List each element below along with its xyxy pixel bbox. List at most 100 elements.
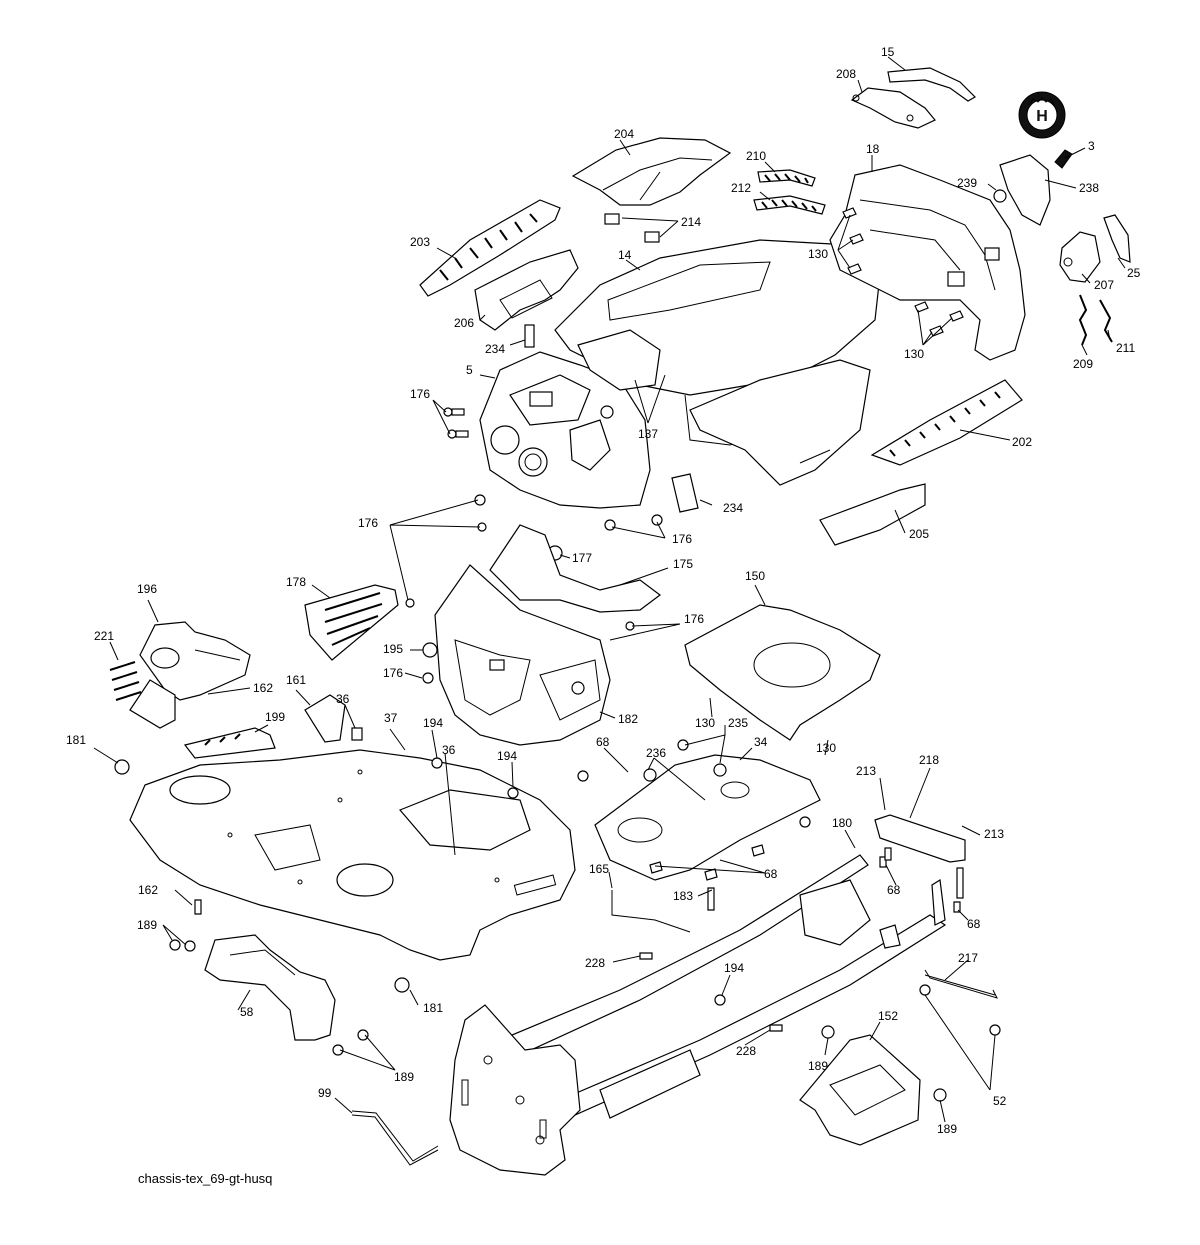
label-34: 34 (754, 735, 768, 749)
label-161: 161 (286, 673, 306, 687)
label-52: 52 (993, 1094, 1007, 1108)
label-68-d: 68 (967, 917, 981, 931)
part-37-fender (129, 749, 576, 961)
label-194-a: 194 (423, 716, 443, 730)
part-15-trim (887, 67, 976, 102)
label-18: 18 (866, 142, 880, 156)
part-162-bolt (194, 899, 202, 915)
part-195-plug (422, 642, 438, 658)
part-175-bracket (489, 524, 661, 613)
label-130-b: 130 (904, 347, 924, 361)
part-196-fuel-cover (109, 621, 251, 729)
label-58: 58 (240, 1005, 254, 1019)
label-162-a: 162 (253, 681, 273, 695)
label-206: 206 (454, 316, 474, 330)
label-235: 235 (728, 716, 748, 730)
label-130-a: 130 (808, 247, 828, 261)
label-165: 165 (589, 862, 609, 876)
diagram-caption: chassis-tex_69-gt-husq (138, 1171, 272, 1186)
part-5-dash-console (479, 351, 651, 509)
label-177: 177 (572, 551, 592, 565)
part-34-mount-plate (577, 739, 821, 881)
part-206-bracket (474, 249, 579, 331)
label-15: 15 (881, 45, 895, 59)
label-211: 211 (1116, 341, 1135, 355)
label-5: 5 (466, 363, 473, 377)
label-183: 183 (673, 889, 693, 903)
label-182: 182 (618, 712, 638, 726)
part-181-plugs (114, 759, 410, 993)
label-234-a: 234 (485, 342, 505, 356)
label-239: 239 (957, 176, 977, 190)
part-178-grille-plate (304, 584, 399, 661)
label-189-d: 189 (937, 1122, 957, 1136)
label-130-d: 130 (816, 741, 836, 755)
part-99-rod (351, 1110, 439, 1166)
part-234-strip (524, 324, 699, 513)
husqvarna-emblem-icon: H (1018, 91, 1073, 169)
label-209: 209 (1073, 357, 1093, 371)
part-202-grille (870, 379, 1023, 466)
label-3: 3 (1088, 139, 1095, 153)
label-181-a: 181 (66, 733, 86, 747)
label-189-b: 189 (808, 1059, 828, 1073)
part-207-housing (1059, 231, 1101, 283)
label-99: 99 (318, 1086, 332, 1100)
label-213-a: 213 (856, 764, 876, 778)
part-210-strip (757, 169, 816, 187)
part-183-bolt (707, 887, 715, 911)
label-217: 217 (958, 951, 978, 965)
label-176-b: 176 (358, 516, 378, 530)
label-162-b: 162 (138, 883, 158, 897)
part-176-fasteners (405, 407, 663, 684)
part-204-hood-cover (571, 137, 732, 206)
label-194-b: 194 (497, 749, 517, 763)
label-221: 221 (94, 629, 114, 643)
part-218-bracket (874, 814, 966, 899)
label-37: 37 (384, 711, 398, 725)
label-68-c: 68 (887, 883, 901, 897)
part-25-lens (1103, 214, 1131, 263)
label-180: 180 (832, 816, 852, 830)
part-18-side-panel (829, 164, 1026, 361)
part-58-bracket (204, 934, 336, 1041)
label-236: 236 (646, 746, 666, 760)
label-207: 207 (1094, 278, 1114, 292)
part-137-panels (577, 329, 661, 391)
label-176-c: 176 (672, 532, 692, 546)
label-14: 14 (618, 248, 632, 262)
label-68-b: 68 (764, 867, 778, 881)
part-238-cover (999, 154, 1051, 226)
part-180-frame (498, 854, 947, 1119)
part-212-strip (753, 195, 826, 215)
part-209-211-springs (1078, 294, 1113, 346)
label-152: 152 (878, 1009, 898, 1023)
label-238: 238 (1079, 181, 1099, 195)
label-208: 208 (836, 67, 856, 81)
label-176-a: 176 (410, 387, 430, 401)
part-frame-side-plate (449, 1004, 581, 1176)
label-36-a: 36 (336, 692, 350, 706)
label-130-c: 130 (695, 716, 715, 730)
part-208-bracket (850, 87, 936, 129)
part-number-labels: 15 208 3 204 210 212 214 18 239 238 203 … (66, 45, 1141, 1136)
label-234-b: 234 (723, 501, 743, 515)
label-137: 137 (638, 427, 658, 441)
part-182-dash-housing (434, 564, 611, 746)
label-194-c: 194 (724, 961, 744, 975)
part-161-bracket (304, 694, 346, 743)
part-14-main-hood (554, 239, 881, 486)
label-36-b: 36 (442, 743, 456, 757)
part-150-tray (684, 604, 881, 741)
part-189-screws (169, 939, 947, 1102)
part-203-dash-panel (419, 199, 561, 297)
label-195: 195 (383, 642, 403, 656)
label-202: 202 (1012, 435, 1032, 449)
label-204: 204 (614, 127, 634, 141)
label-228-a: 228 (585, 956, 605, 970)
svg-text:H: H (1036, 108, 1048, 125)
label-196: 196 (137, 582, 157, 596)
part-199-plate (183, 727, 276, 759)
label-210: 210 (746, 149, 766, 163)
